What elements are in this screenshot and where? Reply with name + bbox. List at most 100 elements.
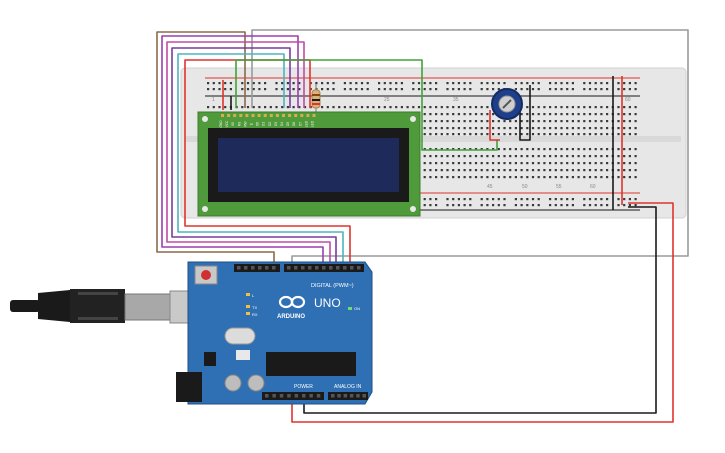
bb-hole [628, 169, 631, 172]
bb-hole [457, 148, 460, 151]
header-hole [331, 394, 335, 398]
bb-hole [321, 106, 324, 109]
bb-hole [623, 155, 626, 158]
bb-hole [600, 169, 603, 172]
bb-hole [623, 133, 626, 136]
bb-hole [594, 204, 597, 207]
bb-hole [526, 133, 529, 136]
bb-hole [628, 148, 631, 151]
bb-hole [486, 120, 489, 123]
bb-hole [440, 106, 443, 109]
bb-hole [514, 82, 517, 85]
bb-hole [486, 155, 489, 158]
bb-hole [628, 113, 631, 116]
bb-hole [435, 106, 438, 109]
bb-hole [360, 82, 364, 85]
bb-hole [463, 120, 466, 123]
bb-hole [457, 120, 460, 123]
bb-hole [326, 106, 329, 109]
bb-hole [503, 148, 506, 151]
bb-hole [321, 88, 324, 91]
bb-hole [469, 204, 472, 207]
header-hole [287, 266, 291, 270]
bb-hole [503, 155, 506, 158]
bb-hole [457, 88, 460, 91]
bb-hole [549, 88, 552, 91]
bb-hole [560, 88, 563, 91]
wire-green [235, 59, 498, 151]
lcd-pin [312, 114, 316, 117]
wire-purple-1 [161, 35, 324, 268]
bb-hole [514, 155, 517, 158]
bb-hole [634, 169, 637, 172]
bb-hole [446, 162, 449, 165]
lcd-pin [269, 114, 273, 117]
bb-hole [566, 176, 569, 179]
bb-num-60: 60 [625, 97, 631, 103]
bb-hole [332, 82, 335, 85]
bb-hole [423, 133, 426, 136]
bb-hole [492, 127, 495, 130]
bb-hole [400, 82, 403, 85]
lcd-pin [239, 114, 243, 117]
lcd-pin-label: VCC [225, 120, 229, 127]
bb-hole [600, 120, 603, 123]
bb-hole [566, 106, 569, 109]
resistor [311, 84, 321, 114]
bb-hole [560, 120, 563, 123]
bb-hole [486, 162, 489, 165]
bb-hole [440, 127, 443, 130]
bb-hole [560, 148, 563, 151]
bb-hole [571, 127, 574, 130]
bb-hole [452, 155, 455, 158]
bb-hole [395, 88, 398, 91]
bb-hole [537, 204, 540, 207]
bb-hole [446, 133, 449, 136]
bb-hole [252, 88, 255, 91]
bb-hole [617, 169, 620, 172]
bb-hole [606, 120, 609, 123]
bb-hole [594, 198, 597, 201]
bb-hole [292, 82, 295, 85]
potentiometer[interactable] [491, 88, 523, 120]
bb-hole [583, 113, 586, 116]
bb-hole [463, 169, 466, 172]
lcd-pin-label: D7 [298, 122, 302, 126]
bb-hole [537, 169, 540, 172]
bb-hole [457, 133, 460, 136]
bb-hole [583, 133, 586, 136]
lcd-pin [306, 114, 310, 117]
wire-red-pot [489, 110, 500, 141]
bb-hole [383, 106, 386, 109]
bb-hole [423, 169, 426, 172]
bb-hole [378, 88, 381, 91]
bb-hole [526, 155, 529, 158]
bb-hole [566, 82, 569, 85]
lcd-pin-label: D4 [280, 122, 284, 126]
bb-hole [606, 204, 609, 207]
bb-hole [531, 155, 535, 158]
bb-hole [543, 133, 546, 136]
bb-hole [634, 204, 637, 207]
bb-hole [583, 88, 586, 91]
bb-hole [446, 120, 449, 123]
bb-hole [606, 82, 609, 85]
bb-hole [457, 204, 460, 207]
bb-hole [588, 120, 592, 123]
bb-hole [343, 106, 346, 109]
bb-hole [549, 113, 552, 116]
bb-hole [503, 120, 506, 123]
bb-hole [252, 106, 255, 109]
bb-hole [628, 204, 631, 207]
bb-hole [258, 88, 261, 91]
bb-hole [583, 204, 586, 207]
bb-hole [469, 113, 472, 116]
bb-hole [509, 162, 512, 165]
bb-hole [509, 127, 512, 130]
lcd-pin [282, 114, 285, 117]
bb-hole [520, 162, 523, 165]
bb-num-25: 25 [384, 97, 390, 103]
bb-hole [623, 106, 626, 109]
bb-hole [520, 133, 523, 136]
bb-hole [332, 106, 335, 109]
